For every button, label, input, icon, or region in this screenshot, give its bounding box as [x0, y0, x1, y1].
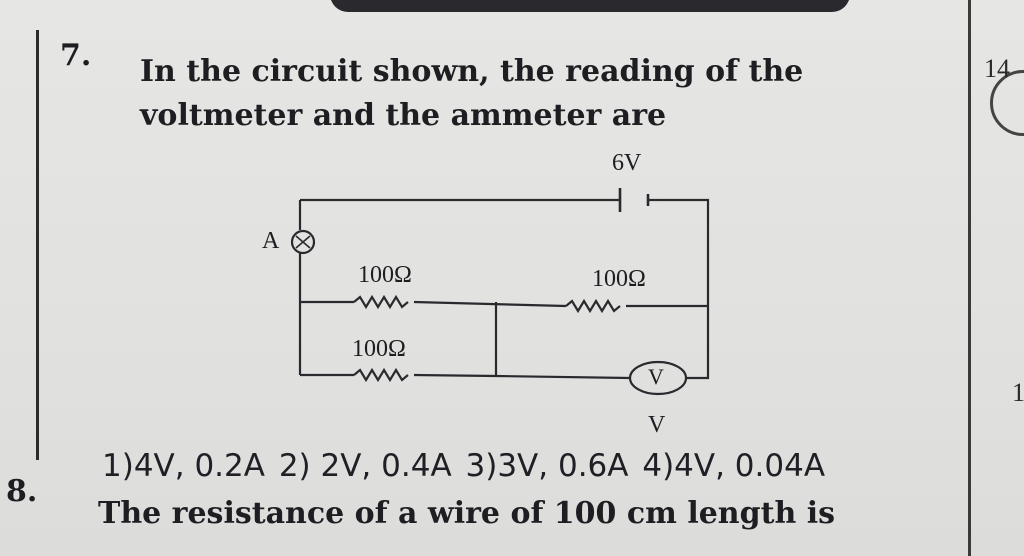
- wire-mid-center: [413, 300, 567, 308]
- option-3: 3)3V, 0.6A: [465, 448, 629, 484]
- ammeter-icon: [290, 229, 316, 255]
- wire-top-right-and-right-side: [660, 198, 710, 380]
- wire-bottom-center: [413, 373, 631, 380]
- option-4: 4)4V, 0.04A: [642, 448, 826, 484]
- ammeter-cross: [295, 235, 311, 249]
- voltmeter-symbol: V: [648, 364, 664, 389]
- question-7-line-2: voltmeter and the ammeter are: [140, 98, 667, 133]
- right-margin-rule: [968, 0, 971, 556]
- resistor-left-top-label: 100Ω: [358, 262, 412, 288]
- margin-number-mid: 1: [1012, 378, 1024, 407]
- resistor-left-top-zigzag: [353, 294, 409, 310]
- left-margin-rule: [36, 30, 39, 460]
- top-header-band: [330, 0, 850, 12]
- resistor-left-bottom-label: 100Ω: [352, 336, 406, 362]
- margin-number-top: 14: [984, 54, 1010, 83]
- ammeter-label: A: [262, 228, 280, 254]
- question-7-options: 1)4V, 0.2A 2) 2V, 0.4A 3)3V, 0.6A 4)4V, …: [102, 448, 829, 484]
- voltmeter-label: V: [648, 412, 666, 438]
- resistor-right-top-zigzag: [565, 298, 621, 314]
- resistor-left-bottom-zigzag: [353, 367, 409, 383]
- voltmeter-icon: [628, 360, 688, 396]
- question-7-line-1: In the circuit shown, the reading of the: [140, 54, 804, 89]
- question-8-line-1: The resistance of a wire of 100 cm lengt…: [98, 496, 835, 531]
- battery-label: 6V: [612, 150, 642, 176]
- resistor-right-top-label: 100Ω: [592, 266, 646, 292]
- question-7-number: 7.: [60, 38, 92, 73]
- option-2: 2) 2V, 0.4A: [278, 448, 452, 484]
- question-8-number: 8.: [6, 474, 38, 509]
- option-1: 1)4V, 0.2A: [102, 448, 265, 484]
